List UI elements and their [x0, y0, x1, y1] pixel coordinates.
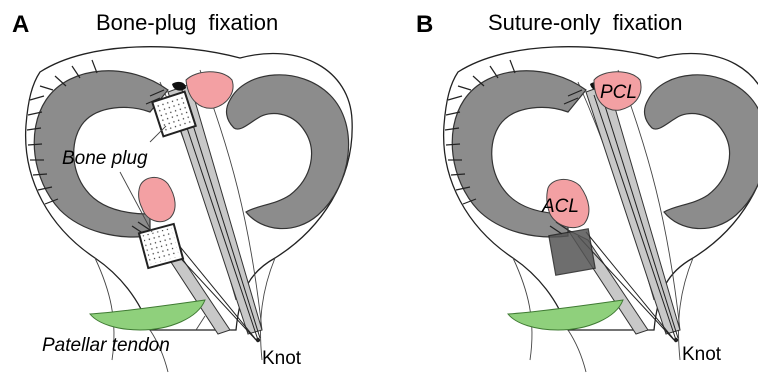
panel-a-title: Bone-plug fixation: [96, 10, 278, 35]
panel-b: B Suture-only fixation PCL ACL Knot: [416, 10, 758, 372]
panel-a-tendon-leader: [196, 316, 205, 330]
panel-b-pcl-label: PCL: [600, 82, 637, 103]
panel-b-title: Suture-only fixation: [488, 10, 682, 35]
panel-a-tibia: [26, 47, 353, 372]
panel-b-acl-label: ACL: [541, 196, 579, 217]
panel-a-bone-plug-anterior: [139, 224, 183, 268]
panel-b-knot-label: Knot: [682, 344, 722, 365]
panel-a-knot-label: Knot: [262, 348, 302, 369]
panel-a: A Bone-plug fixation Bone plug Patellar …: [12, 10, 352, 372]
panel-a-bone-plug-label: Bone plug: [62, 148, 148, 169]
panel-b-letter: B: [416, 11, 433, 38]
panel-a-letter: A: [12, 11, 29, 38]
panel-a-patellar-tendon-label: Patellar tendon: [42, 335, 170, 356]
panel-b-graft-horn-block: [549, 229, 595, 275]
